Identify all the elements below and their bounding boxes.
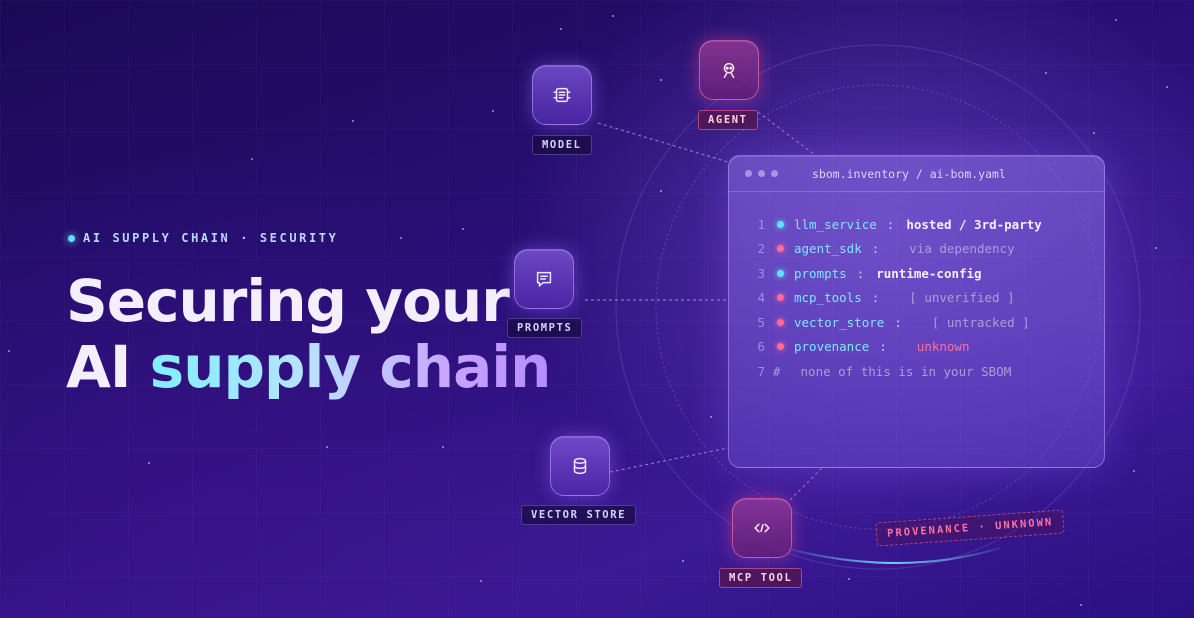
code-brackets-icon	[754, 523, 770, 533]
line-key: mcp_tools	[794, 290, 862, 306]
code-line: 7 # none of this is in your SBOM	[729, 359, 1104, 384]
mcp-tool-label: MCP TOOL	[719, 568, 803, 588]
line-value: via dependency	[909, 241, 1015, 257]
eyebrow: AI SUPPLY CHAIN · SECURITY	[68, 231, 338, 245]
model-node[interactable]	[532, 65, 592, 125]
window-dot	[771, 170, 778, 177]
line-key: provenance	[794, 339, 870, 355]
code-line: 1 llm_service : hosted / 3rd-party	[729, 212, 1104, 237]
panel-title: sbom.inventory / ai-bom.yaml	[812, 166, 1006, 181]
line-separator: :	[871, 241, 880, 257]
model-label: MODEL	[532, 135, 592, 155]
line-separator: :	[894, 314, 902, 330]
line-value: unknown	[916, 339, 970, 355]
line-number: 1	[757, 216, 765, 232]
eyebrow-text: AI SUPPLY CHAIN · SECURITY	[83, 231, 339, 245]
vector-store-label: VECTOR STORE	[521, 505, 637, 525]
line-key: agent_sdk	[794, 241, 862, 257]
headline-line-2-gradient: supply chain	[149, 333, 552, 401]
line-key: llm_service	[794, 216, 877, 232]
headline-line-1: Securing your	[66, 267, 510, 335]
agent-node[interactable]	[699, 40, 759, 100]
eyebrow-dot	[68, 234, 75, 242]
code-line: 5 vector_store : [ untracked ]	[729, 310, 1104, 335]
prompts-label: PROMPTS	[507, 318, 583, 338]
line-number: 4	[757, 290, 765, 306]
code-line: 4 mcp_tools : [ unverified ]	[729, 286, 1104, 311]
line-number: 6	[757, 339, 765, 355]
line-separator: :	[856, 265, 865, 281]
chip-icon	[553, 87, 571, 103]
robot-icon	[723, 62, 735, 79]
line-value: [ untracked ]	[931, 314, 1030, 330]
line-separator: :	[871, 290, 880, 306]
vector-store-node[interactable]	[550, 436, 610, 496]
headline: Securing your AI supply chain	[66, 267, 552, 401]
code-line: 6 provenance : unknown	[729, 335, 1104, 360]
window-dot	[745, 170, 752, 177]
line-value: [ unverified ]	[909, 290, 1015, 306]
line-key: vector_store	[794, 314, 885, 330]
line-key: prompts	[794, 265, 847, 281]
line-number: 5	[757, 314, 765, 330]
line-separator: :	[886, 216, 895, 232]
panel-header: sbom.inventory / ai-bom.yaml	[729, 156, 1104, 192]
status-dot	[777, 220, 784, 228]
code-line: 3 prompts : runtime-config	[729, 261, 1104, 286]
line-number: 2	[757, 241, 765, 257]
status-dot	[777, 245, 784, 253]
status-dot	[777, 269, 784, 277]
window-dot	[758, 170, 765, 177]
line-separator: :	[879, 339, 887, 355]
mcp-tool-node[interactable]	[732, 498, 792, 558]
code-line: 2 agent_sdk : via dependency	[729, 237, 1104, 262]
line-value: runtime-config	[876, 265, 982, 281]
database-icon	[573, 457, 587, 475]
line-number: 7	[757, 363, 765, 379]
status-dot	[777, 343, 784, 351]
line-number: 3	[757, 265, 765, 281]
headline-line-2-plain: AI	[66, 333, 150, 401]
comment-hash: #	[773, 363, 781, 379]
chat-bubble-icon	[536, 271, 552, 287]
prompts-node[interactable]	[514, 249, 574, 309]
line-value: hosted / 3rd-party	[906, 216, 1042, 232]
agent-label: AGENT	[698, 110, 758, 130]
code-lines: 1 llm_service : hosted / 3rd-party 2 age…	[729, 212, 1104, 384]
line-comment: none of this is in your SBOM	[800, 363, 1012, 379]
status-dot	[777, 294, 784, 302]
status-dot	[777, 318, 784, 326]
sbom-panel: sbom.inventory / ai-bom.yaml 1 llm_servi…	[728, 155, 1105, 468]
